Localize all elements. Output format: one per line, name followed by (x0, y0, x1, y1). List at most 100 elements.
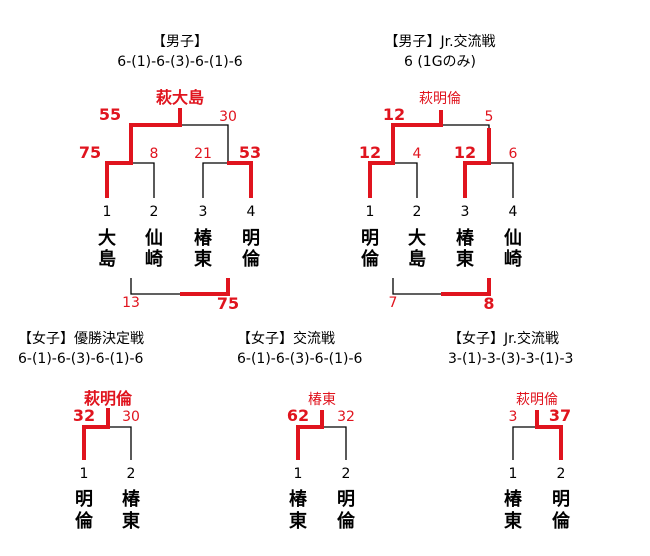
boys-jr-path-winner (368, 110, 443, 198)
boys-seed-2: 2 (150, 204, 159, 220)
girls-ex-score-format: 6-(1)-6-(3)-6-(1)-6 (237, 351, 363, 367)
boys-title: 【男子】 (152, 34, 208, 50)
boys-champion: 萩大島 (155, 88, 204, 107)
girls-ex-team-1-line1: 椿 (289, 488, 308, 510)
girls-jr-team-2-line1: 明 (552, 489, 570, 510)
boys-jr-team-2-line2: 島 (408, 248, 426, 270)
girls-jr-title: 【女子】Jr.交流戦 (448, 330, 559, 347)
girls-champion: 萩明倫 (83, 389, 133, 408)
girls-title: 【女子】優勝決定戦 (18, 330, 144, 347)
boys-team-1-line2: 島 (98, 248, 116, 270)
boys-jr-team-4-line1: 仙 (504, 227, 522, 249)
boys-seed-3: 3 (199, 204, 208, 220)
girls-ex-path-winner (296, 410, 324, 460)
boys-r1b-left-score: 21 (194, 146, 212, 162)
boys-jr-r1b-right-score: 6 (509, 146, 518, 162)
boys-jr-team-1-line1: 明 (361, 228, 379, 249)
boys-line-final-right (180, 124, 229, 163)
girls-seed-1: 1 (80, 466, 89, 482)
boys-jr-line-seed2 (393, 162, 418, 198)
girls-score-format: 6-(1)-6-(3)-6-(1)-6 (18, 351, 144, 367)
boys-jr-team-3-line2: 東 (456, 248, 474, 270)
boys-jr-line-seed4 (489, 162, 514, 198)
girls-ex-champion: 椿東 (308, 392, 336, 408)
boys-line-seed2 (131, 162, 155, 198)
boys-team-1-line1: 大 (98, 227, 116, 249)
boys-jr-team-1-line2: 倫 (361, 248, 380, 270)
girls-ex-team-1-line2: 東 (289, 510, 307, 532)
boys-r1a-right-score: 8 (150, 146, 159, 162)
boys-final-left-score: 55 (99, 105, 121, 124)
boys-jr-seed-1: 1 (366, 204, 375, 220)
boys-bracket: 【男子】 6-(1)-6-(3)-6-(1)-6 萩大島 55 30 75 8 … (79, 34, 261, 313)
girls-left-score: 32 (73, 406, 95, 425)
boys-r1a-left-score: 75 (79, 143, 101, 162)
girls-ex-team-2-line2: 倫 (337, 510, 356, 532)
boys-third-line-left (130, 278, 180, 295)
boys-jr-score-format: 6 (1Gのみ) (404, 54, 476, 70)
boys-jr-third-path-winner (441, 278, 491, 296)
girls-jr-score-format: 3-(1)-3-(3)-3-(1)-3 (448, 351, 573, 367)
girls-jr-bracket: 【女子】Jr.交流戦 3-(1)-3-(3)-3-(1)-3 萩明倫 3 37 … (448, 330, 573, 532)
boys-jr-team-4-line2: 崎 (504, 248, 522, 270)
boys-third-right-score: 75 (217, 294, 239, 313)
girls-jr-left-score: 3 (509, 409, 518, 425)
girls-ex-seed-1: 1 (294, 466, 303, 482)
boys-jr-team-2-line1: 大 (408, 227, 426, 249)
boys-line-seed3 (202, 162, 227, 198)
boys-jr-title: 【男子】Jr.交流戦 (384, 33, 495, 50)
girls-jr-line-seed1 (512, 426, 537, 460)
girls-team-2-line1: 椿 (122, 488, 141, 510)
girls-jr-champion: 萩明倫 (516, 392, 558, 408)
girls-exchange-bracket: 【女子】交流戦 6-(1)-6-(3)-6-(1)-6 椿東 62 32 1 2… (237, 330, 363, 532)
boys-third-left-score: 13 (122, 295, 140, 311)
girls-jr-right-score: 37 (549, 406, 571, 425)
boys-jr-line-final-right (441, 124, 490, 130)
boys-jr-seed-2: 2 (413, 204, 422, 220)
boys-score-format: 6-(1)-6-(3)-6-(1)-6 (117, 54, 243, 70)
girls-ex-seed-2: 2 (342, 466, 351, 482)
girls-jr-seed-2: 2 (557, 466, 566, 482)
girls-ex-left-score: 62 (287, 406, 309, 425)
boys-jr-team-3-line1: 椿 (456, 227, 475, 249)
girls-seed-2: 2 (127, 466, 136, 482)
girls-bracket: 【女子】優勝決定戦 6-(1)-6-(3)-6-(1)-6 萩明倫 32 30 … (18, 330, 144, 532)
boys-jr-final-right-score: 5 (485, 109, 494, 125)
girls-jr-team-1-line1: 椿 (504, 488, 523, 510)
boys-jr-third-line-left (392, 278, 441, 295)
boys-jr-r1a-right-score: 4 (413, 146, 422, 162)
boys-jr-final-left-score: 12 (383, 105, 405, 124)
boys-team-2-line2: 崎 (145, 248, 163, 270)
girls-line-seed2 (108, 426, 132, 460)
boys-team-4-line2: 倫 (242, 248, 261, 270)
boys-jr-seed-4: 4 (509, 204, 518, 220)
boys-jr-path-seed3 (463, 128, 491, 198)
boys-jr-third-left-score: 7 (389, 295, 398, 311)
girls-right-score: 30 (122, 409, 140, 425)
girls-jr-team-1-line2: 東 (504, 510, 522, 532)
boys-path-winner (105, 108, 182, 198)
girls-jr-team-2-line2: 倫 (552, 510, 571, 532)
boys-seed-4: 4 (247, 204, 256, 220)
boys-jr-bracket: 【男子】Jr.交流戦 6 (1Gのみ) 萩明倫 12 5 12 4 12 6 1… (359, 33, 522, 313)
boys-jr-r1b-left-score: 12 (454, 143, 476, 162)
boys-team-4-line1: 明 (242, 228, 260, 249)
girls-path-winner (82, 408, 110, 460)
girls-team-2-line2: 東 (122, 510, 140, 532)
girls-jr-path-winner (535, 410, 563, 460)
girls-ex-team-2-line1: 明 (337, 489, 355, 510)
girls-team-1-line2: 倫 (75, 510, 94, 532)
girls-ex-right-score: 32 (337, 409, 355, 425)
boys-path-seed4 (227, 161, 253, 198)
boys-final-right-score: 30 (219, 109, 237, 125)
boys-jr-champion: 萩明倫 (419, 91, 461, 107)
boys-jr-seed-3: 3 (461, 204, 470, 220)
boys-third-path-winner (180, 278, 230, 296)
boys-seed-1: 1 (103, 204, 112, 220)
boys-jr-third-right-score: 8 (483, 294, 494, 313)
boys-team-3-line1: 椿 (194, 227, 213, 249)
girls-ex-title: 【女子】交流戦 (237, 330, 335, 347)
boys-jr-r1a-left-score: 12 (359, 143, 381, 162)
girls-ex-line-seed2 (322, 426, 347, 460)
